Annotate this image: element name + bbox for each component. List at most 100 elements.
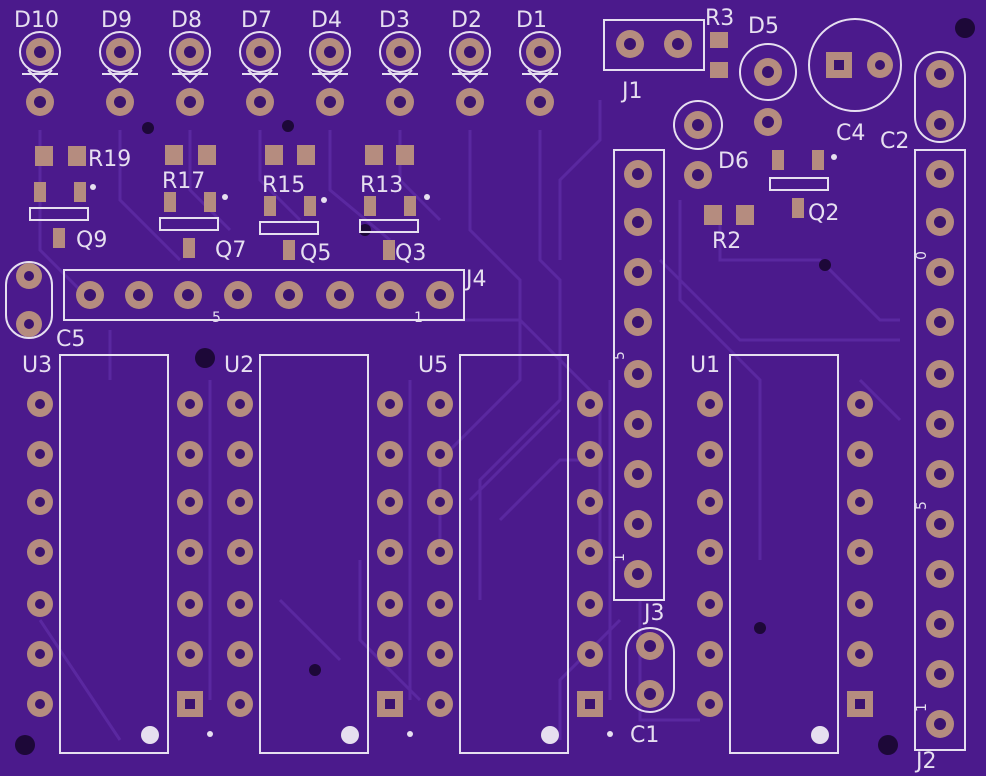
smd-pad (304, 196, 316, 216)
label-d5: D5 (748, 14, 779, 39)
label-r2: R2 (712, 229, 741, 254)
led-d3 (379, 31, 421, 116)
smd-pad (204, 192, 216, 212)
q7-outline (159, 217, 219, 231)
drill-hole (385, 547, 395, 557)
led-outline (673, 100, 723, 150)
c4-outline (808, 18, 902, 112)
led-polarity-mark (312, 69, 348, 84)
polarity-dot (207, 731, 213, 737)
drill-hole (24, 319, 34, 329)
led-polarity-mark (452, 69, 488, 84)
drill-hole (624, 38, 636, 50)
smd-pad (53, 228, 65, 248)
drill-hole (934, 568, 946, 580)
drill-hole (435, 599, 445, 609)
smd-pad (264, 196, 276, 216)
drill-hole (283, 289, 295, 301)
label-r3: R3 (705, 6, 734, 31)
label-u5: U5 (418, 353, 448, 378)
drill-hole (692, 169, 704, 181)
drill-hole (324, 96, 336, 108)
drill-hole (435, 399, 445, 409)
c1-outline (625, 627, 675, 713)
drill-hole (632, 316, 644, 328)
q2-outline (769, 177, 829, 191)
u1-pins (697, 391, 873, 717)
drill-hole (185, 399, 195, 409)
pin1-marker (141, 726, 159, 744)
smd-pad (396, 145, 414, 165)
drill-hole (385, 649, 395, 659)
drill-hole (644, 688, 656, 700)
drill-hole (705, 599, 715, 609)
label-c1: C1 (630, 723, 659, 748)
u3-outline (59, 354, 169, 754)
label-q7: Q7 (215, 238, 246, 263)
vias (15, 18, 975, 755)
drill-hole (185, 699, 195, 709)
drill-hole (762, 66, 774, 78)
drill-hole (705, 547, 715, 557)
drill-hole (934, 668, 946, 680)
led-polarity-mark (242, 69, 278, 84)
drill-hole (632, 468, 644, 480)
label-q2: Q2 (808, 201, 839, 226)
led-polarity-mark (22, 69, 58, 84)
drill-hole (385, 399, 395, 409)
drill-hole (235, 449, 245, 459)
led-row (19, 31, 561, 116)
led-polarity-mark (522, 69, 558, 84)
drill-hole (385, 699, 395, 709)
drill-hole (185, 497, 195, 507)
drill-hole (705, 449, 715, 459)
drill-hole (934, 168, 946, 180)
drill-hole (934, 316, 946, 328)
drill-hole (235, 699, 245, 709)
drill-hole (235, 649, 245, 659)
via (15, 735, 35, 755)
drill-hole (934, 718, 946, 730)
drill-hole (585, 497, 595, 507)
label-q9: Q9 (76, 228, 107, 253)
drill-hole (35, 449, 45, 459)
label-u3: U3 (22, 353, 52, 378)
led-outline (519, 31, 561, 73)
drill-hole (334, 289, 346, 301)
label-c4: C4 (836, 121, 865, 146)
q9-outline (29, 207, 89, 221)
q3-outline (359, 219, 419, 233)
drill-hole (84, 289, 96, 301)
drill-hole (35, 649, 45, 659)
drill-hole (185, 599, 195, 609)
led-outline (739, 43, 797, 101)
drill-hole (585, 649, 595, 659)
u2-pins (227, 391, 403, 717)
drill-hole (24, 271, 34, 281)
u2-outline (259, 354, 369, 754)
pin1-marker (341, 726, 359, 744)
drill-hole (855, 649, 865, 659)
j4-pin-mark-1: 1 (414, 310, 423, 326)
via (819, 259, 831, 271)
mid-header-pins (624, 160, 652, 588)
drill-hole (34, 96, 46, 108)
smd-pad (35, 146, 53, 166)
drill-hole (692, 119, 704, 131)
drill-hole (235, 599, 245, 609)
drill-hole (585, 547, 595, 557)
drill-hole (672, 38, 684, 50)
via (142, 122, 154, 134)
label-u1: U1 (690, 353, 720, 378)
drill-hole (585, 449, 595, 459)
drill-hole (834, 60, 844, 70)
drill-hole (632, 568, 644, 580)
led-polarity-mark (172, 69, 208, 84)
drill-hole (185, 547, 195, 557)
drill-hole (435, 497, 445, 507)
drill-hole (35, 497, 45, 507)
drill-hole (114, 96, 126, 108)
led-outline (309, 31, 351, 73)
